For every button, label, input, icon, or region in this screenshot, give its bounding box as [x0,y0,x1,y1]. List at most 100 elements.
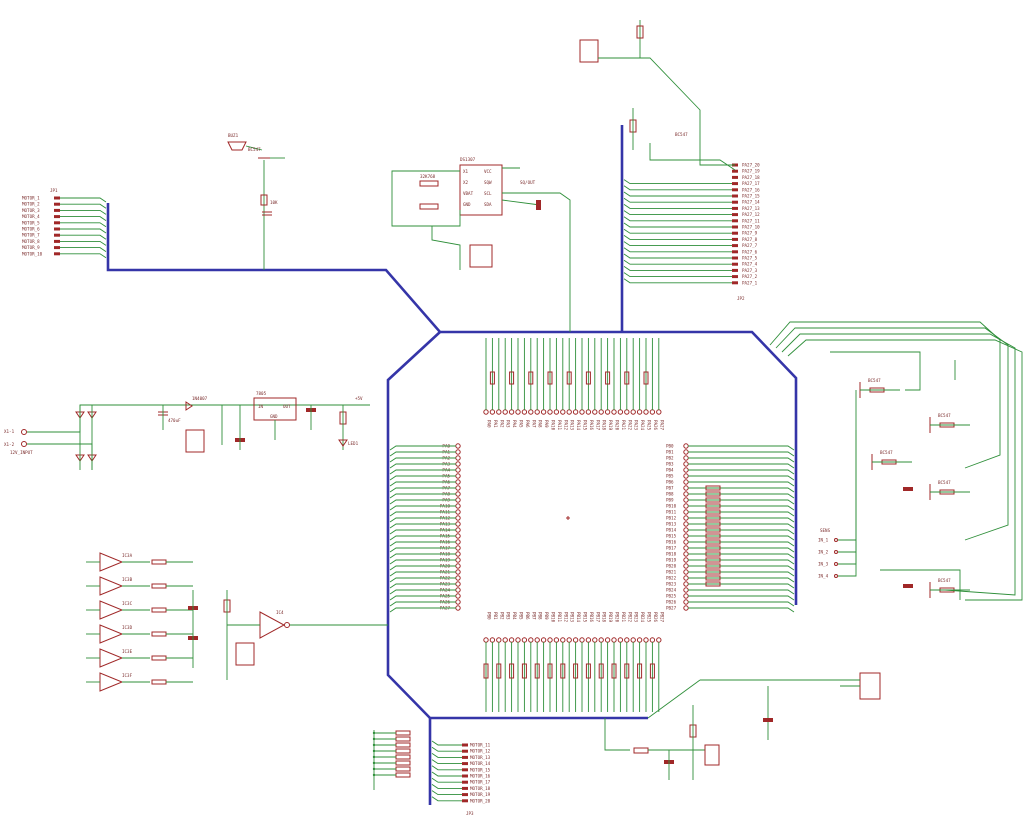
transistor-label: BC547 [880,450,893,455]
mcu-pin-label: PB26 [653,612,658,623]
mcu-pin [455,521,461,527]
mcu-pin [455,491,461,497]
resistor [705,551,721,557]
header-pin [54,202,60,206]
buffer-gate [99,600,124,620]
header-pin [732,169,738,173]
header-pin-label: PA27_12 [742,212,760,217]
mcu-pin [683,575,689,581]
mcu-pin [683,539,689,545]
sensor-input-label: IN_3 [818,562,829,567]
header-pin-label: PA27_3 [742,268,758,273]
mcu-pin-label: PA9 [544,420,549,428]
wire [389,535,456,541]
wire [623,241,732,247]
buffer-label: IC3E [122,649,133,654]
mcu-pin-label: PB1 [666,450,674,455]
mcu-pin [455,593,461,599]
mcu-pin [683,467,689,473]
header-pin-label: MOTOR_19 [470,792,491,797]
mcu-pin [455,587,461,593]
mcu-pin-label: PB7 [666,486,674,491]
rtc-pin-sda: SDA [484,202,492,207]
mcu-pin [630,637,636,643]
mcu-pin-label: PB24 [666,588,677,593]
mcu-pin-label: PA25 [647,420,652,431]
header-pin [462,755,468,759]
mcu-pin [683,593,689,599]
wire [431,759,462,765]
mcu-pin [683,533,689,539]
mcu-pin-label: PB21 [666,570,677,575]
mcu-pin [624,409,630,415]
resistor [598,663,604,679]
header-pin-label: MOTOR_20 [470,798,491,803]
mcu-pin-label: PB16 [589,612,594,623]
mcu-pin [547,637,553,643]
resistor [509,371,515,385]
mcu-pin-label: PA23 [634,420,639,431]
header-pin-label: MOTOR_2 [22,202,40,207]
mcu-pin [683,521,689,527]
resistor [705,557,721,563]
mcu-pin-label: PA11 [557,420,562,431]
header-name: JP1 [50,188,58,193]
mcu-pin-label: PB9 [666,498,674,503]
resistor [483,663,489,679]
header-pin-label: PA27_11 [742,218,760,223]
wire [389,457,456,463]
sensor-pin [834,550,838,554]
wire [623,278,732,284]
wire [389,523,456,529]
wire [623,253,732,259]
mcu-pin [683,557,689,563]
resistor [395,742,411,748]
wire [389,595,456,601]
wire [60,216,107,221]
rtc-pin-vbat: VBAT [463,191,474,196]
wire [389,583,456,589]
mcu-pin [455,485,461,491]
mcu-pin-label: PA3 [506,420,511,428]
header-pin [54,246,60,250]
mcu-pin [579,409,585,415]
mcu-pin [592,637,598,643]
mcu-pin-label: PB26 [666,600,677,605]
wire [60,222,107,228]
led-label: LED1 [348,441,359,446]
wire [623,266,732,271]
wire [60,209,107,215]
mcu-pin [455,515,461,521]
resistor [496,663,502,679]
mcu-pin-label: PA0 [487,420,492,428]
mcu-pin [483,409,489,415]
input-label: 12V_INPUT [10,450,33,455]
header-pin-label: MOTOR_15 [470,767,491,772]
mcu-pin-label: PB0 [487,612,492,620]
mcu-pin-label: PB25 [666,594,677,599]
transistor-label: BC547 [938,413,951,418]
sensor-pin [834,538,838,542]
mcu-pin [508,409,515,415]
mcu-pin-label: PB5 [519,612,524,620]
wire [688,463,795,469]
resistor [151,679,167,685]
header-pin-label: PA27_19 [742,169,760,174]
header-pin [732,213,738,217]
wire [623,197,732,203]
resistor [151,631,167,637]
wire [838,430,857,553]
wire [623,179,732,185]
mcu-pin [455,497,461,503]
rtc-section: DS1307 X1 X2 VBAT GND VCC SQW SCL SDA SQ… [391,157,571,332]
wire [838,470,857,565]
wire [688,457,795,463]
mcu-pin [455,575,461,581]
wire [389,463,456,469]
wire [688,535,795,541]
wire [389,487,456,493]
header-pin-label: PA27_5 [742,256,758,261]
buzzer-label: BUZ1 [228,133,239,138]
header-pin-label: PA27_17 [742,181,760,186]
